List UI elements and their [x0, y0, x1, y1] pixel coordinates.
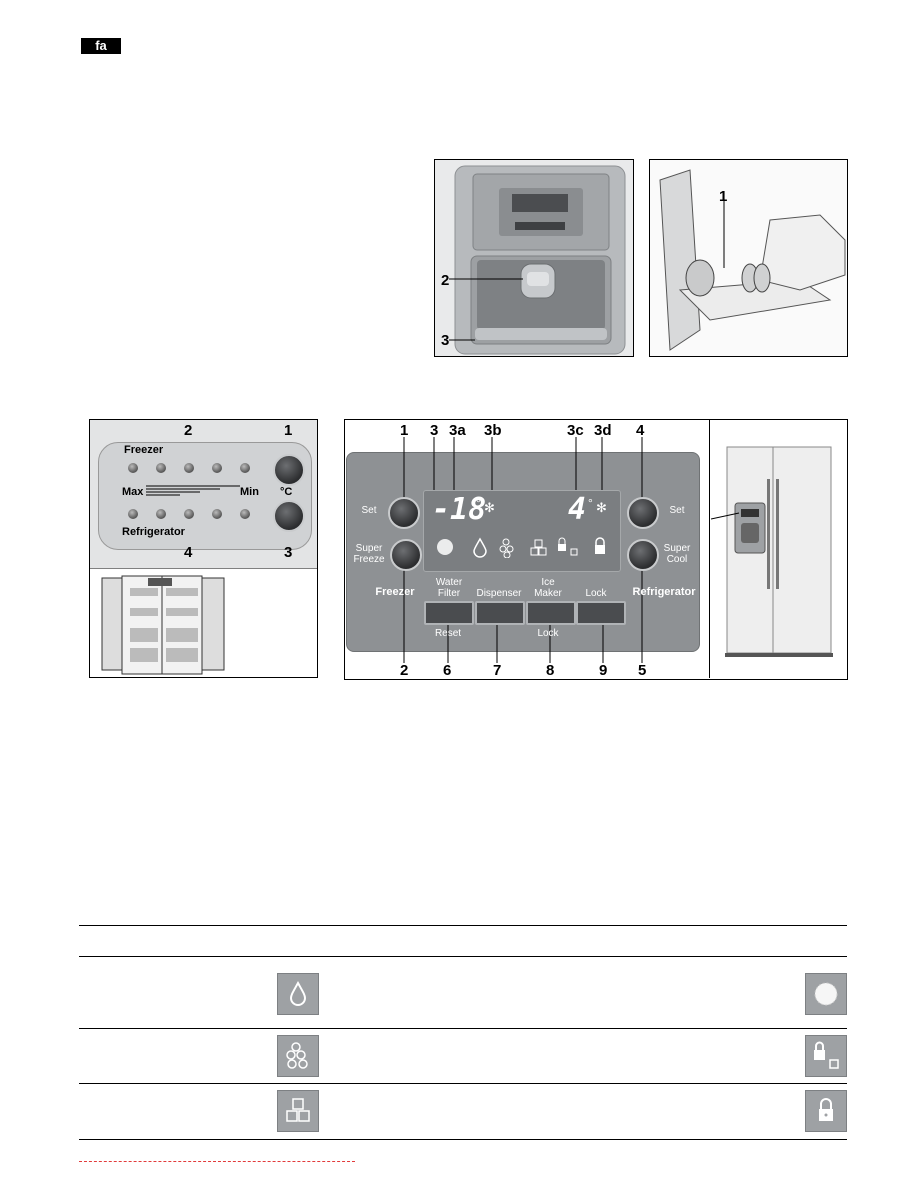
lock-partial-icon — [805, 1035, 847, 1077]
language-badge: fa — [81, 38, 121, 54]
refrigerator-zone-label: Refrigerator — [632, 586, 696, 598]
callout-ice-maker: 8 — [546, 662, 555, 679]
table-row-rule — [79, 1083, 847, 1084]
callout-set-freezer: 1 — [400, 422, 409, 439]
set-freezer-label: Set — [361, 505, 377, 516]
table-bottom-rule — [79, 1139, 847, 1140]
dispenser-figure: 2 3 — [434, 159, 634, 357]
table-top-rule — [79, 925, 847, 926]
fridge-degree: ° — [588, 496, 593, 510]
small-callout-4: 4 — [184, 544, 193, 561]
callout-3: 3 — [441, 332, 450, 349]
dispenser-label: Dispenser — [476, 588, 522, 599]
fridge-front-illustration — [711, 446, 833, 657]
crushed-ice-icon — [277, 1035, 319, 1077]
freezer-zone-label: Freezer — [375, 586, 415, 598]
fridge-temp-button[interactable] — [273, 500, 305, 532]
led — [184, 509, 194, 519]
refrigerator-label: Refrigerator — [122, 526, 185, 538]
table-row-rule — [79, 1028, 847, 1029]
water-filter-button[interactable] — [424, 601, 474, 625]
super-freeze-button[interactable] — [390, 539, 422, 571]
small-callout-2: 2 — [184, 422, 193, 439]
small-panel-figure: 2 1 Freezer Max Min °C Refrigerator 4 3 — [89, 419, 318, 678]
water-drop-icon — [277, 973, 319, 1015]
temp-scale — [146, 485, 240, 496]
led — [212, 463, 222, 473]
callout-display: 3 — [430, 422, 439, 439]
max-label: Max — [122, 486, 144, 498]
callout-3c: 3c — [567, 422, 584, 439]
callout-2: 2 — [441, 272, 450, 289]
led — [240, 463, 250, 473]
filter-figure: 1 — [649, 159, 848, 357]
callout-3d: 3d — [594, 422, 612, 439]
set-fridge-label: Set — [669, 505, 685, 516]
table-header-rule — [79, 956, 847, 957]
fridge-temperature: 4 — [568, 492, 587, 527]
celsius-label: °C — [280, 486, 293, 498]
freezer-set-button[interactable] — [388, 497, 420, 529]
small-callout-1: 1 — [284, 422, 293, 439]
lock-combo-label: Lock — [537, 628, 559, 639]
callout-super-freeze: 2 — [400, 662, 409, 679]
freezer-temp-button[interactable] — [273, 454, 305, 486]
callout-super-cool: 5 — [638, 662, 647, 679]
led — [156, 509, 166, 519]
callout-dispenser: 7 — [493, 662, 502, 679]
dispenser-illustration — [449, 165, 626, 355]
open-fridge-illustration — [90, 568, 317, 675]
small-callout-3: 3 — [284, 544, 293, 561]
led — [240, 509, 250, 519]
lock-icon — [805, 1090, 847, 1132]
fridge-set-button[interactable] — [627, 497, 659, 529]
led — [128, 463, 138, 473]
water-filter-icon — [805, 973, 847, 1015]
super-cool-label: Super Cool — [663, 543, 691, 565]
led — [156, 463, 166, 473]
freezer-label: Freezer — [124, 444, 164, 456]
lock-button[interactable] — [576, 601, 626, 625]
callout-water-filter: 6 — [443, 662, 452, 679]
led — [128, 509, 138, 519]
freezer-temperature: -18 — [432, 492, 487, 527]
callout-1: 1 — [719, 188, 728, 205]
min-label: Min — [240, 486, 259, 498]
ice-cubes-icon — [277, 1090, 319, 1132]
display-icon-row — [437, 537, 605, 558]
freezer-snowflake-icon: ✻ — [484, 500, 495, 515]
fridge-snowflake-icon: ✻ — [596, 500, 607, 515]
water-filter-label: Water Filter — [435, 577, 463, 599]
ice-maker-label: Ice Maker — [534, 577, 562, 599]
lock-label: Lock — [585, 588, 607, 599]
callout-set-fridge: 4 — [636, 422, 645, 439]
callout-lock: 9 — [599, 662, 608, 679]
ice-maker-button[interactable] — [526, 601, 576, 625]
callout-3b: 3b — [484, 422, 502, 439]
dispenser-button[interactable] — [475, 601, 525, 625]
super-cool-button[interactable] — [627, 539, 659, 571]
super-freeze-label: Super Freeze — [353, 543, 385, 565]
footer-link-rule — [79, 1161, 355, 1162]
temperature-display — [423, 490, 621, 572]
figure-divider — [709, 419, 710, 678]
led — [212, 509, 222, 519]
led — [184, 463, 194, 473]
freezer-degree: ° — [476, 496, 481, 510]
reset-label: Reset — [434, 628, 462, 639]
filter-illustration — [659, 169, 846, 351]
callout-3a: 3a — [449, 422, 466, 439]
